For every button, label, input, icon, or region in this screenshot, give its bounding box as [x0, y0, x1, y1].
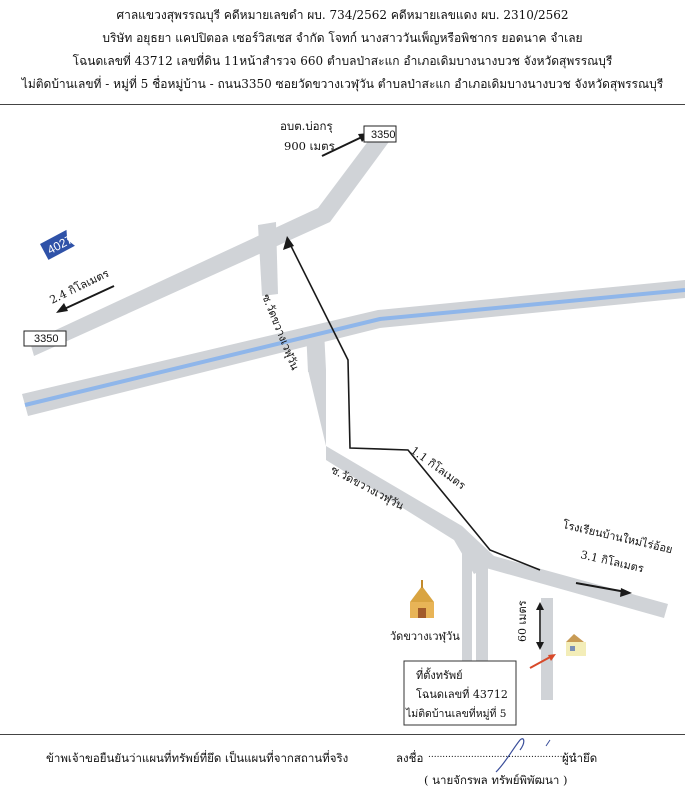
arrow-head-school: [620, 588, 632, 597]
property-box-house: ไม่ติดบ้านเลขที่หมู่ที่ 5: [405, 706, 506, 720]
arrow-to-bor-kru: [321, 135, 365, 157]
header-line-court: ศาลแขวงสุพรรณบุรี คดีหมายเลขดำ ผบ. 734/2…: [116, 8, 569, 22]
footer-sign-label: ลงชื่อ: [396, 751, 424, 765]
house-icon: [566, 634, 586, 656]
property-box-deed: โฉนดเลขที่ 43712: [416, 686, 508, 701]
soi-upper-branch: [258, 222, 278, 296]
label-top-dist: 900 เมตร: [284, 139, 335, 153]
badge-4027: 4027: [40, 229, 75, 260]
property-box-title: ที่ตั้งทรัพย์: [416, 667, 463, 682]
main-road-3350: [22, 280, 685, 416]
route-line: [286, 237, 541, 571]
label-school: โรงเรียนบ้านใหม่ไร่อ้อย: [561, 517, 674, 556]
arrow-to-left: [61, 285, 115, 311]
signature-scribble: [495, 738, 551, 773]
road-network: [22, 128, 685, 700]
label-side-dist: 60 เมตร: [516, 600, 529, 642]
label-left-dist: 2.4 กิโลเมตร: [47, 266, 111, 307]
distance-marker-bottom: [536, 642, 544, 650]
footer-sign-dots: ........................................…: [428, 750, 577, 760]
label-route-dist: 1.1 กิโลเมตร: [408, 443, 468, 492]
canal: [24, 288, 685, 407]
header-line-parties: บริษัท อยุธยา แคปปิตอล เซอร์วิสเซส จำกัด…: [102, 31, 583, 45]
footer-signer-name: ( นายจักรพล ทรัพย์พิพัฒนา ): [424, 773, 568, 787]
label-temple: วัดขวางเวฬุวัน: [390, 630, 460, 643]
label-top-dest: อบต.บ่อกรุ: [280, 119, 333, 133]
label-school-dist: 3.1 กิโลเมตร: [579, 547, 645, 575]
soi-to-main-road: [306, 330, 326, 372]
footer-divider: [0, 734, 685, 735]
header-divider: [0, 104, 685, 105]
property-box: [403, 660, 517, 726]
road-sign-left: 3350: [23, 330, 67, 347]
footer-statement: ข้าพเจ้าขอยืนยันว่าแผนที่ทรัพย์ที่ยึด เป…: [46, 751, 349, 765]
arrow-to-school: [575, 582, 627, 593]
road-sign-top-label: 3350: [371, 129, 395, 141]
arrow-head-left: [56, 303, 68, 313]
distance-marker-top: [536, 602, 544, 610]
side-soi: [541, 598, 553, 700]
footer-sign-role: ผู้นำยึด: [562, 751, 598, 765]
road-sign-top: 3350: [363, 125, 397, 143]
temple-icon: [410, 580, 434, 618]
property-pointer-arrow: [529, 655, 553, 669]
route-arrow-head: [283, 236, 294, 250]
property-pointer-head: [548, 654, 556, 661]
header-line-deed: โฉนดเลขที่ 43712 เลขที่ดิน 11หน้าสำรวจ 6…: [72, 54, 613, 68]
header-line-address: ไม่ติดบ้านเลขที่ - หมู่ที่ 5 ชื่อหมู่บ้า…: [21, 77, 664, 91]
road-sign-left-label: 3350: [34, 333, 58, 345]
